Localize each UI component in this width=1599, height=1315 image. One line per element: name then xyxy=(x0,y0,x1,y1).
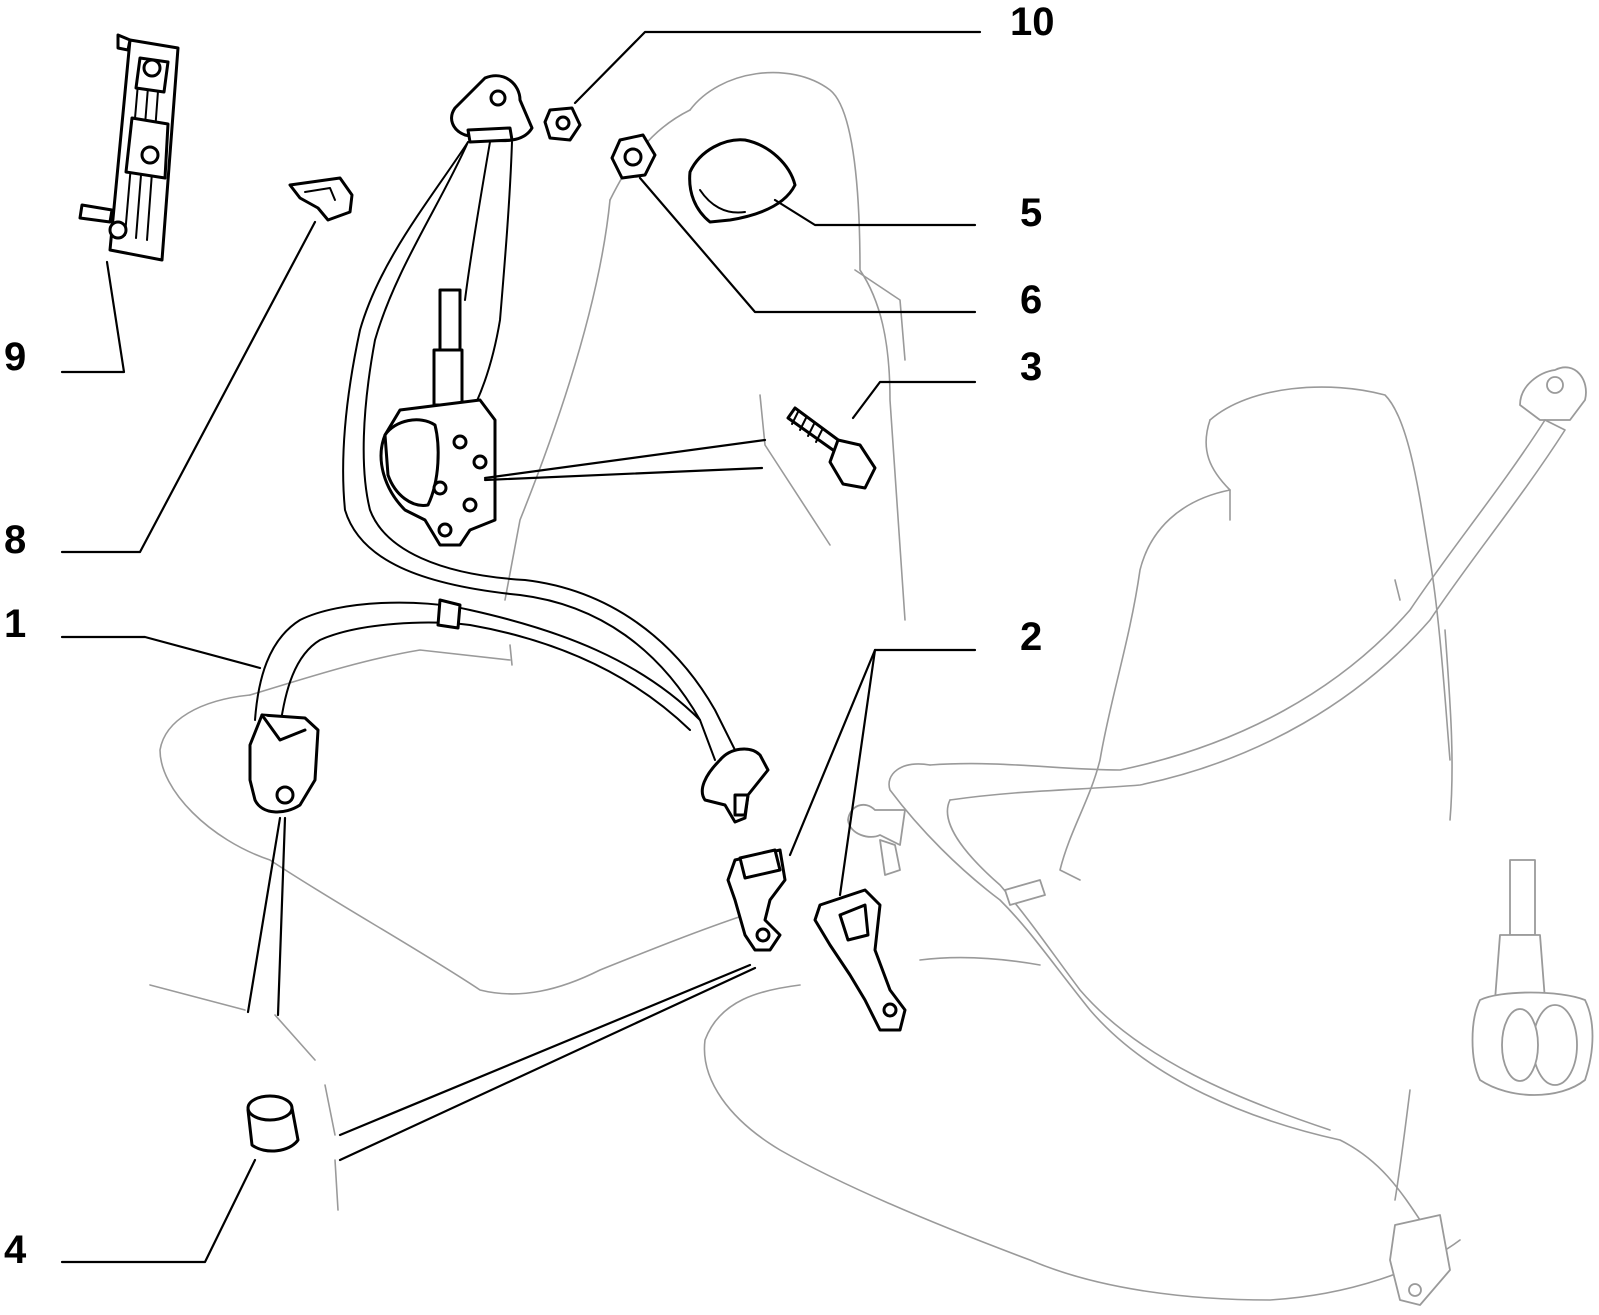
callout-10: 10 xyxy=(1010,0,1055,44)
callout-3: 3 xyxy=(1020,345,1043,389)
callout-8: 8 xyxy=(4,518,27,562)
leader-5 xyxy=(773,198,977,227)
leader-9 xyxy=(60,260,126,374)
leader-4 xyxy=(60,1158,257,1264)
callout-9: 9 xyxy=(4,335,27,379)
part-5-cover xyxy=(688,138,797,224)
part-1-belt-assembly xyxy=(248,74,770,824)
part-8-clip xyxy=(288,176,354,222)
callout-5: 5 xyxy=(1020,191,1043,235)
part-2-buckles xyxy=(726,848,907,1032)
callout-2: 2 xyxy=(1020,615,1043,659)
leader-6 xyxy=(638,176,977,314)
callout-1: 1 xyxy=(4,602,27,646)
callout-4: 4 xyxy=(4,1228,27,1272)
leader-10 xyxy=(573,30,982,105)
leader-2d xyxy=(338,966,757,1162)
leader-1c xyxy=(276,816,287,1017)
ghost-seats xyxy=(149,71,1594,1306)
part-3-bolt xyxy=(786,406,877,490)
leader-lines xyxy=(60,30,982,1264)
leader-1b xyxy=(246,816,282,1014)
part-10-small-nut xyxy=(543,106,582,142)
leader-2c xyxy=(338,963,752,1137)
leader-8 xyxy=(60,220,317,554)
callout-6: 6 xyxy=(1020,278,1043,322)
leader-3b xyxy=(483,438,767,480)
part-9-height-adjuster xyxy=(78,33,180,262)
part-4-cap xyxy=(246,1094,300,1153)
leader-2b xyxy=(838,648,877,897)
leader-3c xyxy=(483,466,764,482)
leader-3 xyxy=(851,380,977,420)
leader-1 xyxy=(60,635,262,670)
part-6-nut xyxy=(610,133,657,180)
